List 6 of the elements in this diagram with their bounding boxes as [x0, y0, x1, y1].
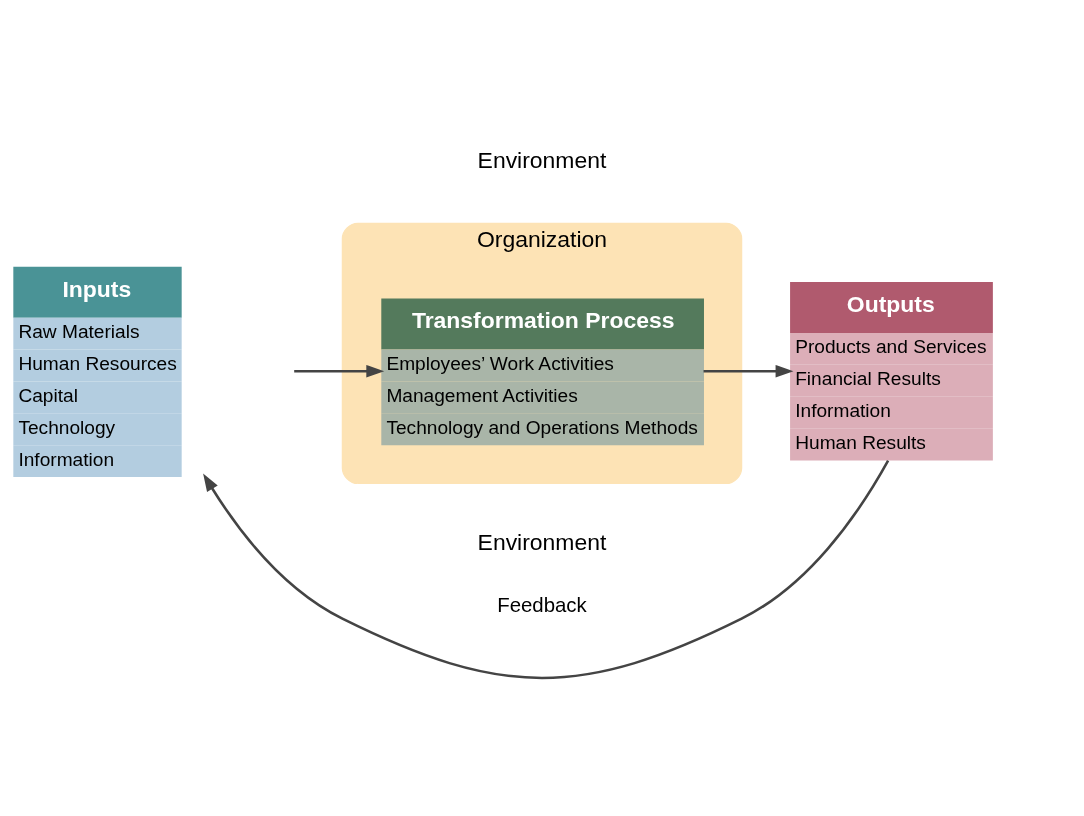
label: Environment [477, 146, 607, 173]
label: Environment [477, 528, 607, 555]
edge-label: Feedback [497, 593, 587, 616]
arrow [703, 364, 794, 377]
arrow [203, 459, 890, 679]
arrow [294, 364, 385, 377]
